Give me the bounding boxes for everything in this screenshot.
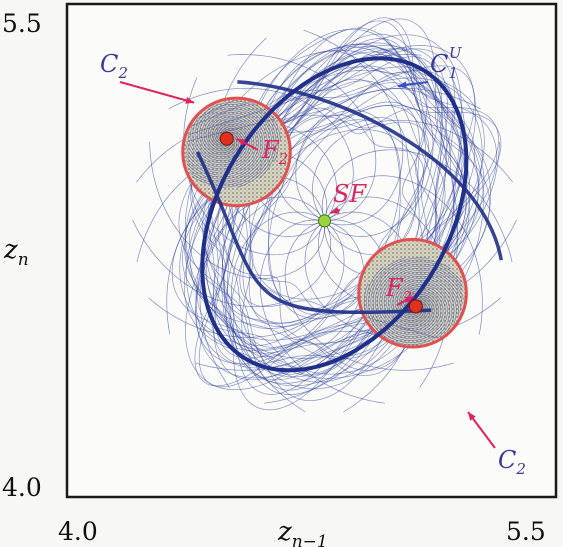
arrow-sf-head bbox=[330, 207, 340, 214]
arrow-c2-lower-head bbox=[468, 412, 476, 421]
saddle-focus-ray bbox=[284, 220, 454, 371]
trajectory-loop bbox=[242, 105, 426, 324]
c1u-curve bbox=[200, 56, 469, 373]
label-c1u: C1U bbox=[430, 44, 463, 82]
label-f2-upper: F2 bbox=[261, 136, 288, 168]
fixed-point-layer bbox=[219, 131, 423, 314]
arrow-f2-upper-head bbox=[236, 138, 246, 146]
x-axis-label: zn−1 bbox=[277, 517, 328, 547]
saddle-focus-ray bbox=[259, 219, 385, 404]
saddle-focus-ray bbox=[168, 87, 354, 222]
c2-upper-spiral bbox=[194, 102, 275, 188]
label-sf: SF bbox=[333, 180, 367, 208]
c2-upper-spiral bbox=[185, 114, 261, 178]
saddle-focus-ray bbox=[227, 54, 377, 222]
c2-upper-spiral bbox=[191, 106, 270, 186]
c2-lower-spiral bbox=[368, 257, 448, 343]
saddle-focus-ray bbox=[303, 29, 404, 226]
label-c2-lower: C2 bbox=[498, 446, 526, 478]
arrow-c2-upper-line bbox=[119, 81, 195, 104]
label-f2-lower: F2 bbox=[385, 274, 412, 306]
saddle-focus-ray bbox=[148, 220, 345, 338]
arrow-c1u-head bbox=[398, 81, 407, 89]
c2-upper-curve bbox=[181, 96, 292, 208]
invariant-curve-layer bbox=[181, 95, 468, 350]
c2-upper-spiral bbox=[188, 108, 281, 168]
c1u-branch-upper bbox=[237, 80, 503, 261]
arrow-c2-upper-head bbox=[185, 97, 195, 104]
saddle-focus-ray bbox=[324, 37, 434, 237]
saddle-focus-ray bbox=[132, 219, 332, 307]
saddle-focus-ray bbox=[295, 87, 481, 222]
x-tick-label-left: 4.0 bbox=[58, 517, 98, 546]
c2-upper-spiral bbox=[190, 101, 279, 166]
c2-upper-spiral bbox=[187, 110, 266, 182]
label-c2-upper: C2 bbox=[100, 50, 128, 82]
arrow-f2-lower-head bbox=[404, 296, 414, 304]
c2-lower-spiral bbox=[386, 271, 462, 327]
sf-point bbox=[318, 214, 332, 228]
y-tick-label-bottom: 4.0 bbox=[2, 473, 42, 502]
c2-lower-curve bbox=[357, 237, 468, 349]
c2-lower-spiral bbox=[370, 257, 446, 341]
saddle-focus-ray bbox=[321, 149, 513, 262]
saddle-focus-ray bbox=[312, 119, 513, 222]
saddle-focus-ray bbox=[324, 175, 483, 335]
c2-lower-spiral bbox=[366, 266, 450, 346]
f2-upper-point bbox=[219, 131, 234, 146]
f2-lower-point bbox=[408, 299, 423, 314]
c2-upper-spiral bbox=[197, 104, 273, 188]
c2-upper-spiral bbox=[186, 112, 264, 180]
c2-upper-spiral bbox=[189, 108, 268, 184]
annotation-arrows bbox=[119, 81, 496, 449]
unstable-curve-layer bbox=[195, 56, 503, 373]
y-tick-label-top: 5.5 bbox=[2, 9, 42, 38]
x-tick-label-right: 5.5 bbox=[506, 517, 546, 546]
y-axis-label: zn bbox=[3, 235, 29, 270]
saddle-focus-ray bbox=[149, 141, 326, 279]
c1u-branch-lower bbox=[195, 151, 432, 315]
